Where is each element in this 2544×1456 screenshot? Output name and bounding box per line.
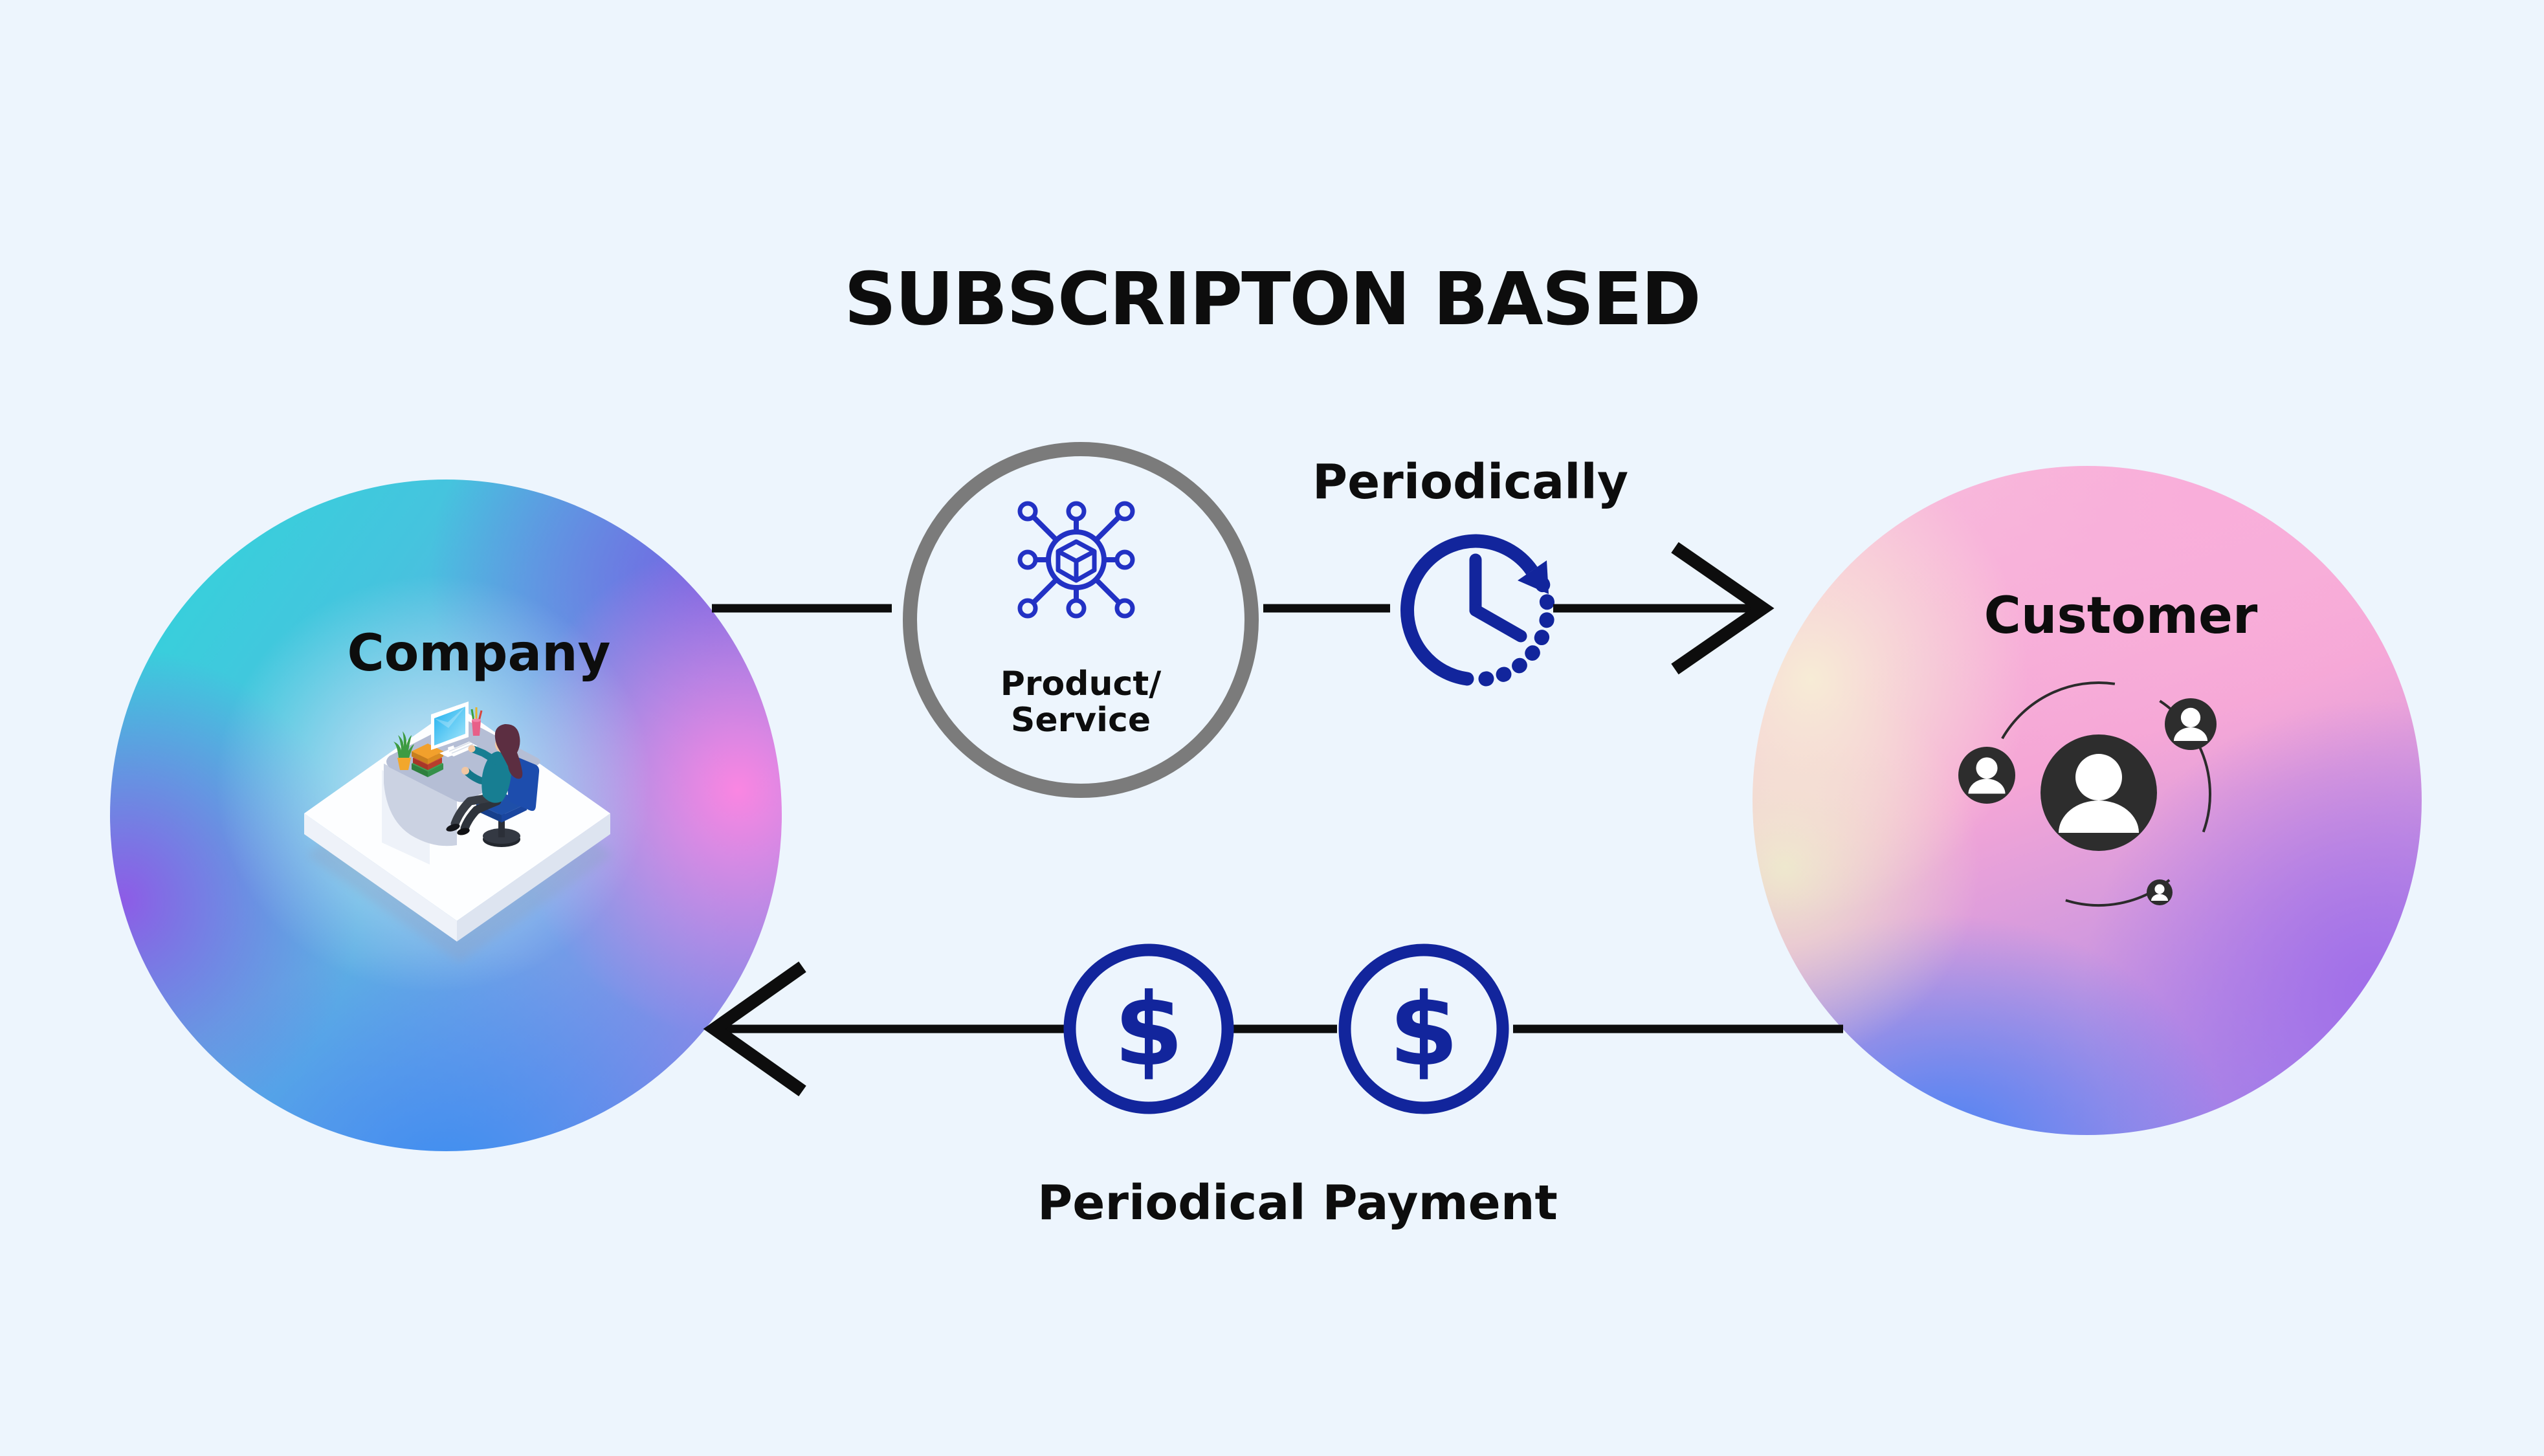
product-label-line2: Service [1010, 701, 1151, 740]
company-label: Company [347, 624, 611, 683]
customer-circle: Customer [1753, 466, 2422, 1135]
plant-icon [393, 731, 414, 758]
person-at-desk [446, 723, 523, 835]
product-label-line1: Product/ [1000, 665, 1162, 703]
keyboard-icon [445, 742, 478, 756]
dollar-symbol: $ [1389, 971, 1459, 1088]
platform-side-right [457, 813, 610, 942]
payment-label: Periodical Payment [1037, 1175, 1558, 1231]
network-product-icon [1017, 501, 1135, 619]
clock-periodic-icon [1400, 534, 1555, 687]
plant-pot [397, 758, 411, 770]
periodically-label: Periodically [1312, 454, 1629, 510]
dollar-symbol: $ [1114, 971, 1184, 1088]
orbit-ring [1986, 681, 2211, 907]
product-service-label: Product/ Service [917, 666, 1244, 738]
platform-side-left [304, 813, 457, 942]
company-workspace-illustration [304, 701, 613, 962]
desk-front [384, 764, 457, 846]
customer-group-icon [1958, 681, 2217, 907]
page-title: SUBSCRIPTON BASED [844, 258, 1701, 342]
customer-label: Customer [1984, 587, 2258, 645]
dollar-coin-icon: $ [1063, 943, 1234, 1114]
arrowhead-right-icon [1671, 542, 1775, 675]
dollar-coin-icon: $ [1338, 943, 1509, 1114]
arrowhead-left-icon [703, 961, 806, 1097]
pencil-cup-icon [470, 707, 483, 736]
